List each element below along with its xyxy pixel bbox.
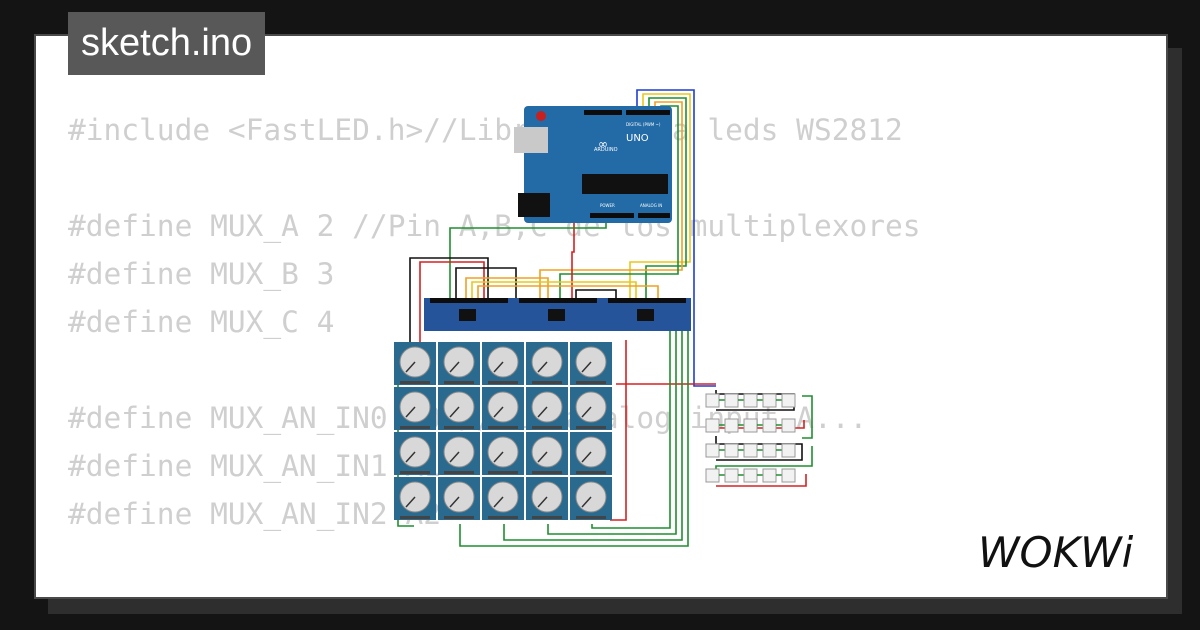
wire-orange [539, 101, 683, 300]
wire-orange [465, 277, 549, 300]
led-strip [705, 443, 796, 458]
potentiometer[interactable] [394, 477, 436, 520]
ws2812-led[interactable] [781, 468, 796, 483]
ws2812-led[interactable] [762, 468, 777, 483]
ws2812-led[interactable] [705, 443, 720, 458]
file-tab[interactable]: sketch.ino [68, 12, 266, 75]
ws2812-led[interactable] [705, 418, 720, 433]
potentiometer[interactable] [570, 342, 612, 385]
wire-yellow [629, 93, 691, 300]
wokwi-logo-text: WOKWi [978, 528, 1134, 575]
wire-black [575, 289, 617, 300]
wire-black [455, 267, 517, 300]
potentiometer[interactable] [394, 432, 436, 475]
multiplexer-3[interactable] [602, 298, 691, 331]
wire-green [459, 330, 689, 547]
multiplexer-2[interactable] [513, 298, 602, 331]
board-header-label: DIGITAL (PWM ~) [626, 122, 661, 127]
board-model-label: UNO [626, 133, 649, 144]
code-line: #define MUX_C 4 [68, 305, 335, 339]
ws2812-led[interactable] [743, 418, 758, 433]
ws2812-led[interactable] [705, 468, 720, 483]
ws2812-led[interactable] [762, 393, 777, 408]
wire-red [419, 261, 485, 345]
code-line: #define MUX_AN_IN2 A2 [68, 497, 441, 531]
wire-black [409, 257, 489, 345]
wire-red [716, 474, 807, 487]
ws2812-led[interactable] [743, 443, 758, 458]
arduino-infinity-icon: ∞ [598, 137, 608, 151]
potentiometer[interactable] [394, 342, 436, 385]
multiplexer-modules [424, 298, 691, 331]
led-strip [705, 393, 796, 408]
code-line: #define MUX_B 3 [68, 257, 335, 291]
potentiometer-grid [394, 342, 612, 520]
wire-orange [477, 285, 659, 300]
ws2812-led[interactable] [762, 443, 777, 458]
ws2812-led[interactable] [724, 418, 739, 433]
potentiometer[interactable] [438, 432, 480, 475]
wire-yellow [471, 281, 637, 300]
potentiometer[interactable] [482, 432, 524, 475]
ws2812-led[interactable] [724, 443, 739, 458]
code-line: #define MUX_A 2 //Pin A,B,C de los multi… [68, 209, 921, 243]
led-strips [705, 393, 796, 483]
wire-green [547, 330, 677, 535]
potentiometer[interactable] [482, 477, 524, 520]
ws2812-led[interactable] [705, 393, 720, 408]
ws2812-led[interactable] [724, 393, 739, 408]
ws2812-led[interactable] [781, 418, 796, 433]
wire-red [610, 340, 627, 521]
potentiometer[interactable] [482, 387, 524, 430]
potentiometer[interactable] [482, 342, 524, 385]
potentiometer[interactable] [570, 477, 612, 520]
board-analog-label: ANALOG IN [640, 203, 662, 208]
led-strip [705, 468, 796, 483]
wire-blue [636, 89, 716, 387]
potentiometer[interactable] [394, 387, 436, 430]
wire-green [591, 330, 671, 529]
ws2812-led[interactable] [762, 418, 777, 433]
potentiometer[interactable] [570, 387, 612, 430]
potentiometer[interactable] [570, 432, 612, 475]
board-power-label: POWER [600, 203, 615, 208]
ws2812-led[interactable] [743, 393, 758, 408]
potentiometer[interactable] [526, 477, 568, 520]
potentiometer[interactable] [526, 432, 568, 475]
wire-black [715, 436, 803, 461]
led-strip [705, 418, 796, 433]
ws2812-led[interactable] [781, 393, 796, 408]
potentiometer[interactable] [438, 342, 480, 385]
wire-red [571, 222, 575, 300]
potentiometer[interactable] [526, 342, 568, 385]
wire-green [645, 97, 687, 300]
ws2812-led[interactable] [724, 468, 739, 483]
arduino-uno-board[interactable]: ∞ UNO ARDUINO DIGITAL (PWM ~) POWER ANAL… [514, 106, 672, 223]
potentiometer[interactable] [438, 387, 480, 430]
board-brand-label: ARDUINO [594, 147, 618, 153]
potentiometer[interactable] [438, 477, 480, 520]
multiplexer-1[interactable] [424, 298, 513, 331]
wire-green [802, 395, 813, 439]
wokwi-logo: WOKWi [978, 528, 1134, 575]
ws2812-led[interactable] [781, 443, 796, 458]
potentiometer[interactable] [526, 387, 568, 430]
code-line: #define FILAS 4 [68, 586, 921, 597]
ws2812-led[interactable] [743, 468, 758, 483]
wire-green [503, 330, 683, 541]
